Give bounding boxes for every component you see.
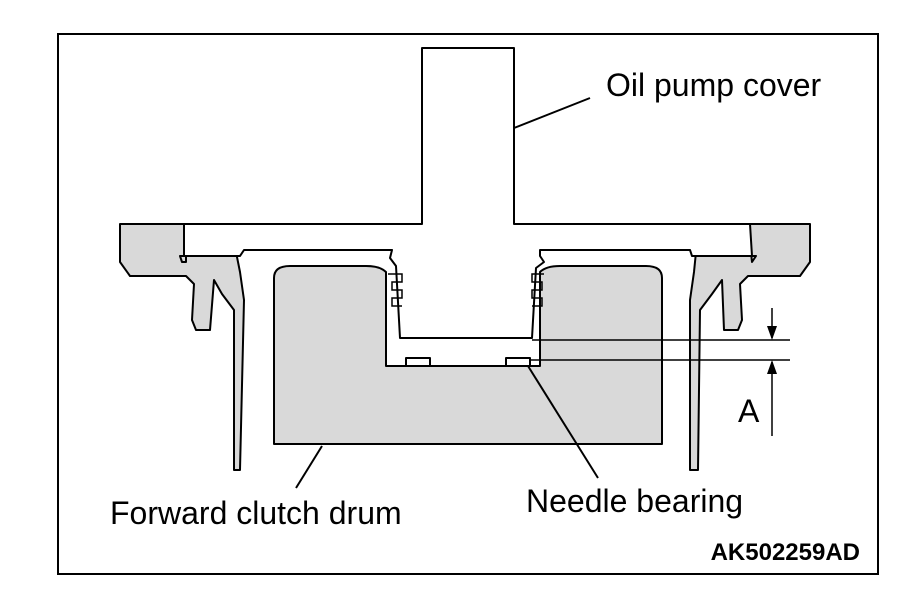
seal-rings-right: [531, 273, 544, 307]
arrowhead-top: [767, 326, 777, 340]
label-dimension-a: A: [738, 393, 760, 429]
housing-left: [119, 223, 245, 471]
oil-pump-cover: [183, 47, 753, 339]
seal-rings-left: [388, 273, 403, 307]
label-needle-bearing: Needle bearing: [526, 483, 743, 519]
label-oil-pump-cover: Oil pump cover: [606, 67, 822, 103]
forward-clutch-drum: [273, 265, 663, 445]
leader-oil-pump-cover: [513, 97, 591, 129]
leader-forward-clutch-drum: [295, 445, 323, 489]
needle-bearing-left: [405, 357, 431, 367]
label-forward-clutch-drum: Forward clutch drum: [110, 495, 402, 531]
arrowhead-bottom: [767, 360, 777, 374]
needle-bearing-right: [505, 357, 531, 367]
figure-code: AK502259AD: [711, 539, 860, 566]
leader-needle-bearing: [527, 365, 599, 479]
